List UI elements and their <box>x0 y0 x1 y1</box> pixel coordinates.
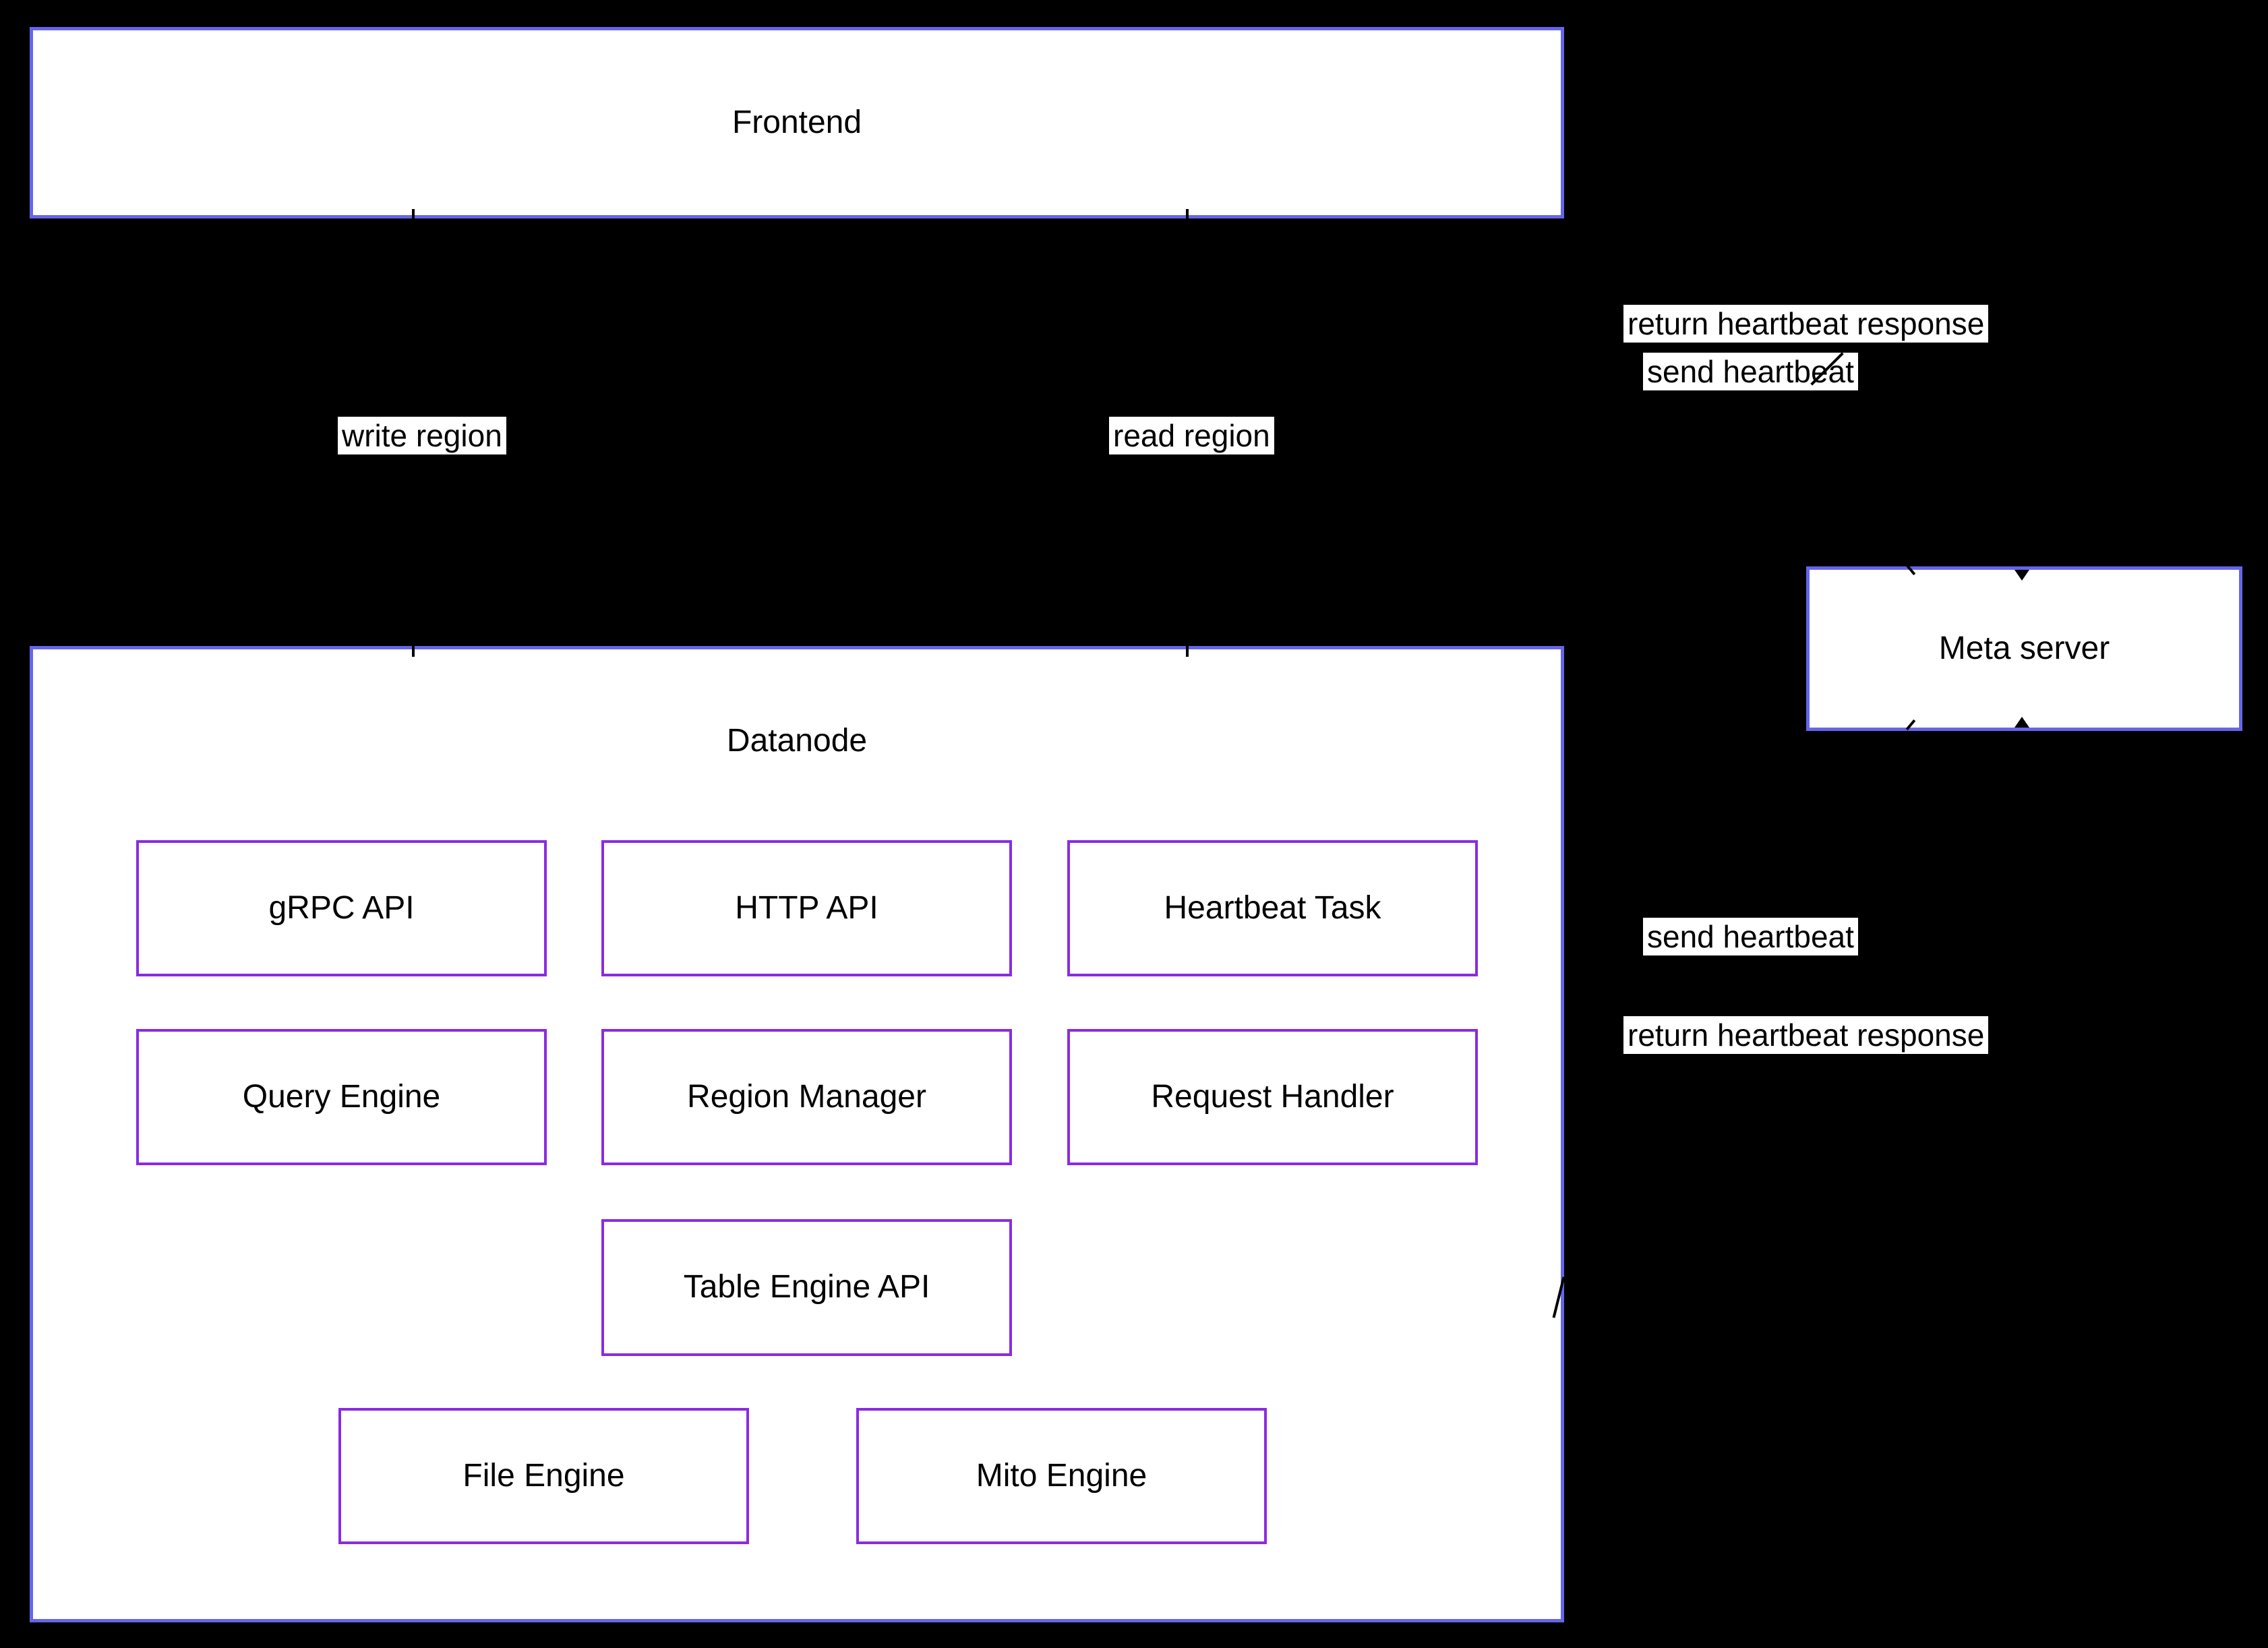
region-manager-node: Region Manager <box>601 1029 1012 1165</box>
arrowhead-into-meta-server-top-icon <box>2015 570 2029 581</box>
edge-label-return-heartbeat-response-middle: return heartbeat response <box>1623 1016 1989 1054</box>
request-handler-label: Request Handler <box>1151 1078 1394 1115</box>
meta-server-node: Meta server <box>1806 566 2242 731</box>
edge-label-return-heartbeat-response-top: return heartbeat response <box>1623 305 1989 343</box>
table-engine-api-label: Table Engine API <box>683 1269 930 1305</box>
edge-label-send-heartbeat-middle: send heartbeat <box>1643 918 1858 955</box>
datanode-label: Datanode <box>726 723 868 759</box>
arrowhead-into-meta-server-bottom-icon <box>2015 717 2029 728</box>
http-api-node: HTTP API <box>601 840 1012 976</box>
edge-label-write-region: write region <box>338 417 506 454</box>
heartbeat-task-label: Heartbeat Task <box>1164 889 1381 926</box>
arrow-tick-datanode-top-left <box>412 642 415 657</box>
mito-engine-node: Mito Engine <box>856 1408 1267 1544</box>
mito-engine-label: Mito Engine <box>976 1457 1147 1494</box>
http-api-label: HTTP API <box>735 889 878 926</box>
file-engine-node: File Engine <box>338 1408 749 1544</box>
frontend-node: Frontend <box>30 27 1564 218</box>
table-engine-api-node: Table Engine API <box>601 1219 1012 1356</box>
grpc-api-node: gRPC API <box>136 840 547 976</box>
heartbeat-task-node: Heartbeat Task <box>1067 840 1478 976</box>
meta-server-label: Meta server <box>1938 630 2110 666</box>
file-engine-label: File Engine <box>462 1457 625 1494</box>
request-handler-node: Request Handler <box>1067 1029 1478 1165</box>
edge-label-read-region: read region <box>1109 417 1274 454</box>
query-engine-node: Query Engine <box>136 1029 547 1165</box>
datanode-node: Datanode gRPC API HTTP API Heartbeat Tas… <box>30 646 1564 1622</box>
arrowhead-into-datanode-right-icon <box>1565 1117 1580 1131</box>
region-manager-label: Region Manager <box>687 1078 926 1115</box>
arrow-tick-frontend-bottom-right <box>1186 209 1189 221</box>
grpc-api-label: gRPC API <box>268 889 415 926</box>
frontend-label: Frontend <box>732 104 862 140</box>
query-engine-label: Query Engine <box>242 1078 441 1115</box>
arrow-tick-frontend-bottom-left <box>412 209 415 221</box>
arrow-tick-datanode-top-right <box>1186 642 1189 657</box>
